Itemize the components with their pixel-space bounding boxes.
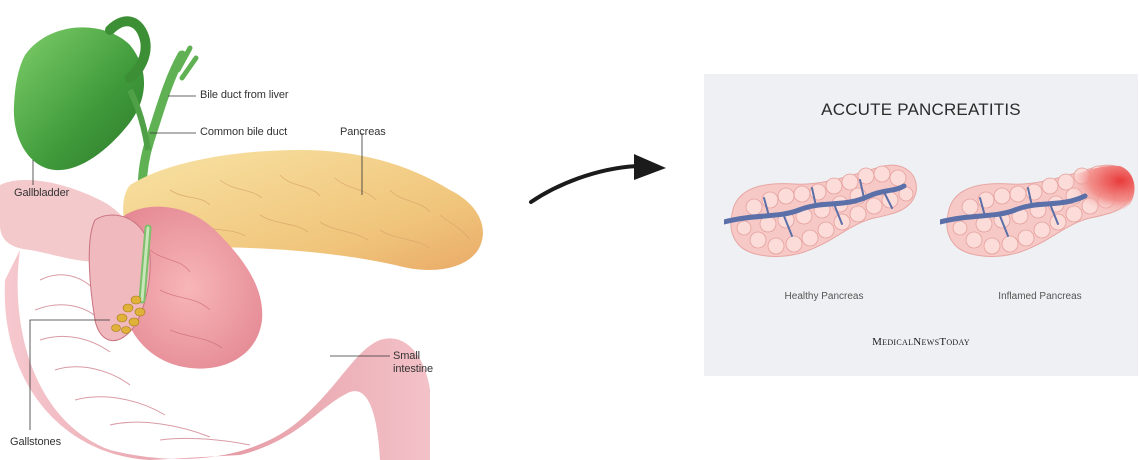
label-pancreas: Pancreas bbox=[340, 126, 386, 139]
label-small-intestine-line2: intestine bbox=[393, 363, 433, 376]
panel-title: ACCUTE PANCREATITIS bbox=[704, 100, 1138, 120]
anatomy-illustration bbox=[0, 0, 520, 460]
acute-pancreatitis-panel: ACCUTE PANCREATITIS bbox=[704, 74, 1138, 376]
label-small-intestine-line1: Small bbox=[393, 350, 433, 363]
label-gallbladder: Gallbladder bbox=[14, 187, 69, 200]
healthy-pancreas-caption: Healthy Pancreas bbox=[744, 291, 904, 302]
gallbladder bbox=[14, 27, 144, 170]
inflamed-pancreas-illustration bbox=[940, 152, 1140, 272]
healthy-pancreas-illustration bbox=[724, 152, 924, 272]
label-small-intestine: Small intestine bbox=[393, 350, 433, 375]
label-gallstones: Gallstones bbox=[10, 436, 61, 449]
label-bile-duct-from-liver: Bile duct from liver bbox=[200, 89, 288, 102]
curved-arrow-icon bbox=[526, 150, 671, 210]
label-common-bile-duct: Common bile duct bbox=[200, 126, 287, 139]
inflamed-pancreas-caption: Inflamed Pancreas bbox=[960, 291, 1120, 302]
brand-logo-text: MedicalNewsToday bbox=[704, 336, 1138, 348]
